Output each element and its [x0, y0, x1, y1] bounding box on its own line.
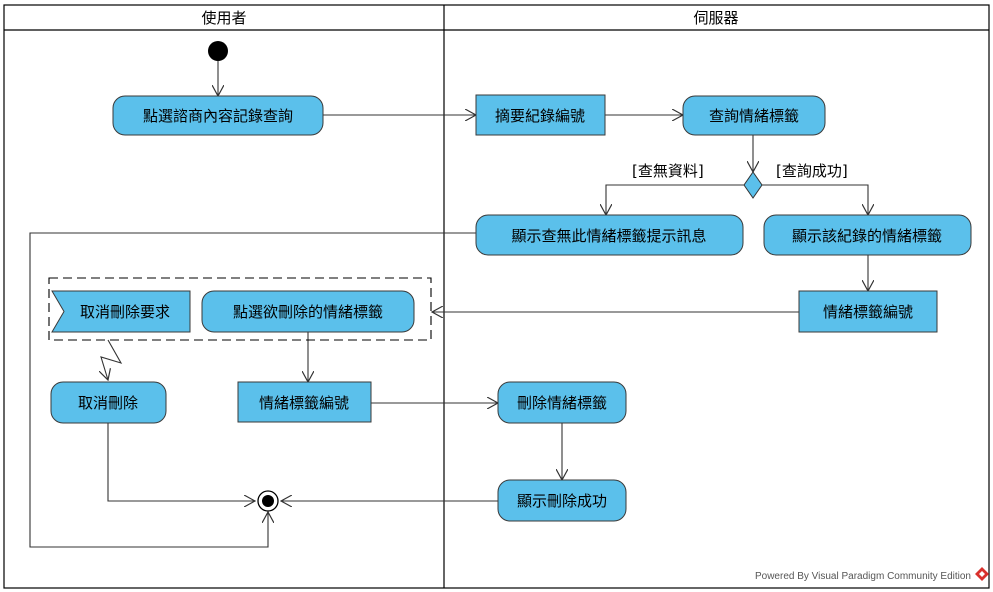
action-show-delete-success[interactable]: 顯示刪除成功: [497, 479, 627, 522]
action-show-no-result-label: 顯示查無此情緒標籤提示訊息: [511, 227, 706, 245]
action-cancel-delete-label: 取消刪除: [78, 394, 138, 412]
action-click-query[interactable]: 點選諮商內容記錄查詢: [112, 95, 324, 136]
swimlane-title-server: 伺服器: [693, 9, 738, 27]
swimlane-title-user: 使用者: [201, 9, 246, 27]
action-show-record-tags-label: 顯示該紀錄的情緒標籤: [792, 227, 942, 245]
object-tag-id-server[interactable]: 情緒標籤編號: [798, 290, 938, 333]
edge-decision-no-data: [606, 184, 744, 215]
object-summary-record-id-label: 摘要紀錄編號: [495, 107, 585, 125]
signal-cancel-request-label: 取消刪除要求: [80, 303, 170, 321]
action-delete-tags-label: 刪除情緒標籤: [517, 394, 607, 412]
object-tag-id-server-label: 情緒標籤編號: [823, 303, 913, 321]
action-click-query-label: 點選諮商內容記錄查詢: [143, 107, 293, 125]
decision-node: [743, 171, 763, 199]
flow-edges: [29, 61, 868, 548]
action-select-tag-to-delete[interactable]: 點選欲刪除的情緒標籤: [201, 290, 415, 333]
watermark-text: Powered By Visual Paradigm Community Edi…: [755, 571, 971, 582]
object-summary-record-id[interactable]: 摘要紀錄編號: [475, 94, 606, 136]
edge-cancel-interrupt: [101, 339, 123, 380]
edge-no-result-to-final: [29, 232, 476, 548]
action-select-tag-to-delete-label: 點選欲刪除的情緒標籤: [233, 303, 383, 321]
final-node: [257, 490, 279, 512]
action-show-no-result[interactable]: 顯示查無此情緒標籤提示訊息: [475, 214, 744, 256]
object-tag-id-user[interactable]: 情緒標籤編號: [237, 381, 372, 423]
action-show-delete-success-label: 顯示刪除成功: [517, 492, 607, 510]
guard-no-data: [查無資料]: [632, 162, 704, 180]
guard-query-success: [查詢成功]: [776, 162, 848, 180]
initial-node: [208, 41, 228, 61]
edge-cancel-to-final: [107, 423, 255, 501]
edge-decision-success: [762, 184, 868, 215]
action-query-emotion-tags[interactable]: 查詢情緒標籤: [682, 95, 826, 136]
action-query-emotion-tags-label: 查詢情緒標籤: [709, 107, 799, 125]
object-tag-id-user-label: 情緒標籤編號: [259, 394, 349, 412]
visual-paradigm-logo-icon: [975, 567, 989, 581]
action-delete-tags[interactable]: 刪除情緒標籤: [497, 381, 627, 424]
interruptible-region: [48, 277, 432, 341]
action-show-record-tags[interactable]: 顯示該紀錄的情緒標籤: [763, 214, 972, 256]
action-cancel-delete[interactable]: 取消刪除: [50, 381, 167, 424]
signal-cancel-request[interactable]: 取消刪除要求: [51, 290, 191, 333]
